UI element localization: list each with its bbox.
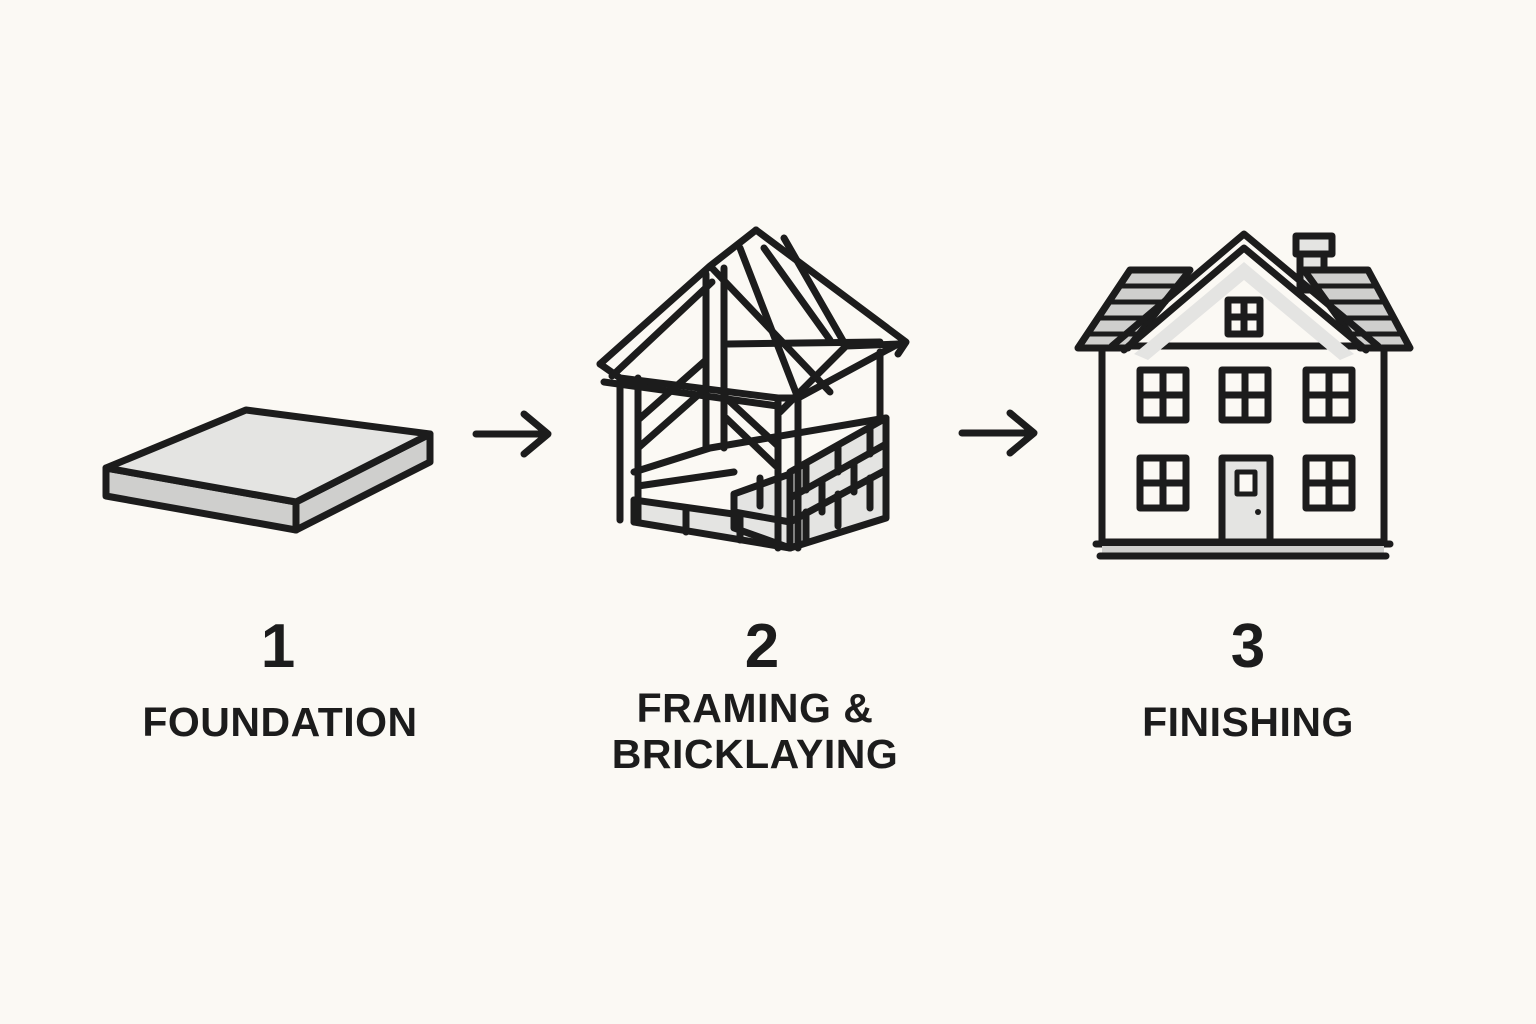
- step-3-number: 3: [1230, 612, 1266, 681]
- arrow-right-icon: [472, 410, 552, 458]
- step-2-number: 2: [744, 612, 780, 681]
- house-frame-icon: [596, 226, 910, 552]
- concrete-slab-icon: [102, 406, 434, 534]
- step-2-label: FRAMING & BRICKLAYING: [611, 685, 899, 777]
- step-1-label: FOUNDATION: [142, 699, 418, 745]
- arrow-right-icon: [958, 409, 1038, 457]
- step-3-label: FINISHING: [1142, 699, 1354, 745]
- step-1-number: 1: [260, 612, 296, 681]
- finished-house-icon: [1074, 230, 1414, 560]
